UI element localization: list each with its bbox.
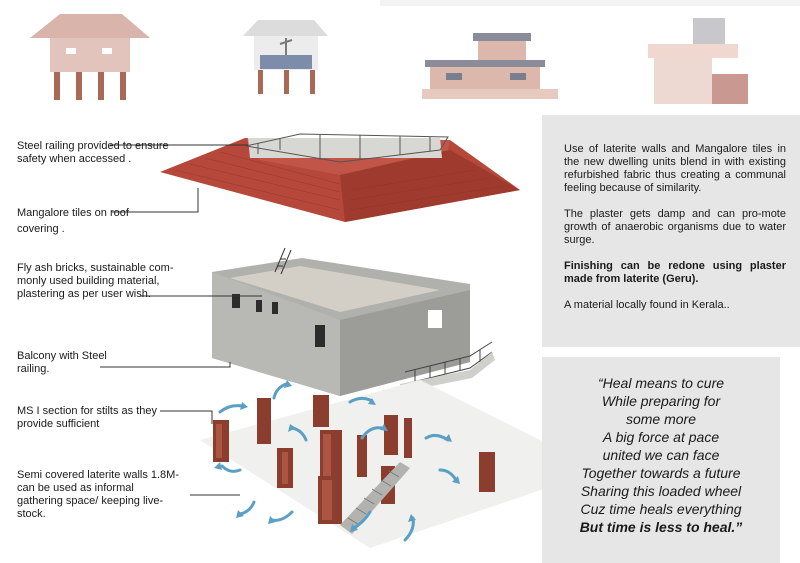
info-panel: Use of laterite walls and Mangalore tile… [542, 115, 800, 347]
label-line: stock. [17, 508, 46, 520]
ground-stilts-plan [200, 380, 600, 548]
panel-paragraph-1: Use of laterite walls and Mangalore tile… [564, 143, 786, 194]
label-line: Steel railing provided to ensure [17, 140, 169, 152]
balcony-railing [404, 341, 493, 385]
house-stilt-refurbished [243, 20, 328, 94]
label-fly-ash-bricks: Fly ash bricks, sustainable com- monly u… [17, 262, 174, 301]
roof-steel-railing [245, 133, 449, 163]
roof-mangalore-tiles [160, 133, 520, 222]
poem-line: Together towards a future [581, 465, 741, 481]
label-line: MS I section for stilts as they [17, 405, 157, 417]
panel-paragraph-2: The plaster gets damp and can pro-mote g… [564, 208, 786, 246]
label-line: provide sufficient [17, 418, 100, 430]
top-bar [0, 0, 800, 8]
poem-line: Sharing this loaded wheel [580, 483, 742, 499]
staircase [340, 462, 410, 534]
label-line: Mangalore tiles on roof [17, 207, 129, 219]
panel-paragraph-3: Finishing can be redone using plaster ma… [564, 260, 786, 285]
house-modern [648, 18, 748, 104]
poem-line: “Heal means to cure [597, 375, 725, 391]
label-line: Fly ash bricks, sustainable com- [17, 262, 174, 274]
poem-line: united we can face [602, 447, 720, 463]
poem-last-line: But time is less to heal.” [579, 519, 743, 535]
label-line: monly used building material, [17, 275, 160, 287]
label-mangalore-tiles: Mangalore tiles on roof covering . [17, 207, 129, 236]
label-laterite-walls: Semi covered laterite walls 1.8M- can be… [17, 469, 179, 521]
block-wall-house [212, 247, 495, 396]
leader-lines [100, 144, 262, 496]
poem-panel: “Heal means to cure While preparing for … [542, 357, 780, 563]
label-line: gathering space/ keeping live- [17, 495, 164, 507]
label-line: railing. [17, 363, 50, 375]
house-two-storey [422, 33, 558, 99]
poem-line: A big force at pace [602, 429, 720, 445]
poem-line: While preparing for [601, 393, 721, 409]
label-line: plastering as per user wish. [17, 288, 151, 300]
label-steel-railing: Steel railing provided to ensure safety … [17, 140, 169, 166]
house-stilt-traditional [30, 14, 150, 100]
label-line: Balcony with Steel [17, 350, 107, 362]
label-line: safety when accessed . [17, 153, 132, 165]
label-balcony: Balcony with Steel railing. [17, 350, 107, 376]
label-line: Semi covered laterite walls 1.8M- [17, 469, 180, 481]
label-line: covering . [17, 223, 65, 235]
label-ms-section: MS I section for stilts as they provide … [17, 405, 157, 431]
top-strip [380, 0, 800, 6]
label-line: can be used as informal [17, 482, 134, 494]
poem-line: Cuz time heals everything [580, 501, 742, 517]
panel-paragraph-4: A material locally found in Kerala.. [564, 299, 730, 311]
poem-line: some more [625, 411, 697, 427]
